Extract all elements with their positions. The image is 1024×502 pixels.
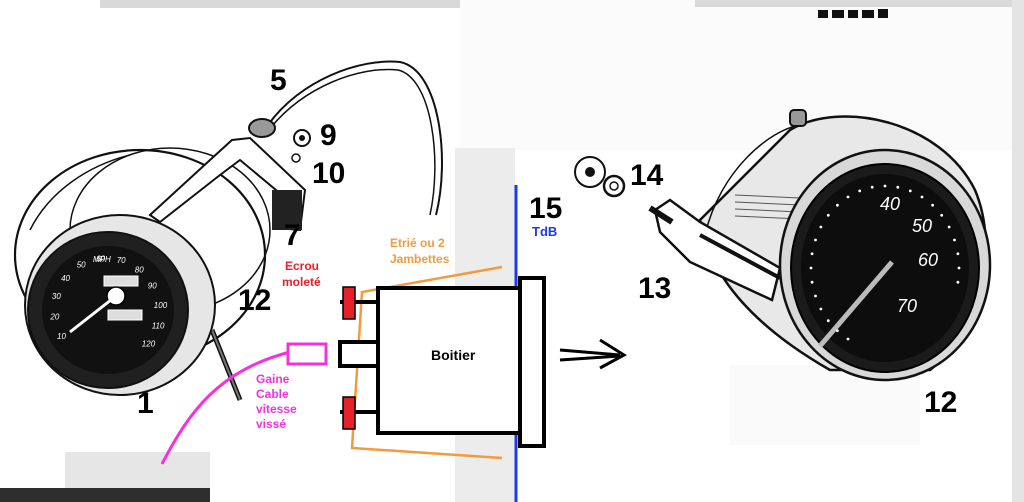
dial-right-tick-label: 70 — [897, 296, 917, 316]
label-etrier: Etrié ou 2 Jambettes — [390, 236, 450, 266]
dial-tick-label: 120 — [142, 339, 156, 348]
dial-right-tick-label: 60 — [918, 250, 938, 270]
gaine-cable-end — [286, 342, 328, 366]
bracket-13 — [653, 198, 782, 302]
part-number-5: 5 — [270, 64, 287, 97]
arrow-icon — [559, 338, 627, 370]
screw-top — [340, 286, 378, 320]
mounting-schematic: TdB Boitier Ecrou — [160, 185, 627, 502]
dial-right-tick-label: 40 — [880, 194, 900, 214]
dial-tick-label: 110 — [152, 321, 165, 330]
part-number-15: 15 — [529, 192, 562, 225]
part-number-10: 10 — [312, 157, 345, 190]
part-number-14: 14 — [630, 159, 664, 192]
parts-9-10 — [291, 129, 311, 163]
dial-tick-label: 60 — [96, 254, 105, 263]
dial-tick-label: 80 — [135, 266, 144, 275]
dial-tick-label: 40 — [61, 274, 70, 283]
dial-tick-label: 100 — [154, 301, 168, 310]
dial-tick-label: 10 — [57, 332, 66, 341]
dial-tick-label: 30 — [52, 292, 61, 301]
part-number-9: 9 — [320, 119, 337, 152]
part-number-1: 1 — [137, 387, 154, 420]
dial-tick-label: 50 — [77, 261, 86, 270]
part-number-7: 7 — [284, 219, 301, 252]
part-number-12-left: 12 — [238, 284, 271, 317]
flange — [518, 276, 546, 448]
dial-tick-label: 20 — [49, 313, 59, 322]
part-number-13: 13 — [638, 272, 671, 305]
dial-right-tick-labels: 40 50 60 70 — [880, 194, 938, 316]
screw-bottom — [340, 396, 378, 430]
label-ecrou: Ecrou moleté — [282, 259, 322, 289]
label-tdb: TdB — [532, 224, 557, 239]
dial-mph-label: MPH — [93, 255, 111, 264]
speedometer-right: 40 50 60 70 — [648, 109, 992, 382]
cable-socket — [338, 340, 380, 368]
gaine-cable — [160, 350, 291, 465]
parts-14 — [574, 156, 626, 198]
dial-tick-label: 70 — [117, 256, 126, 265]
stirrup-lines — [350, 265, 503, 460]
label-boitier: Boitier — [431, 347, 476, 363]
dial-tick-label: 90 — [148, 281, 157, 290]
part-number-12-right: 12 — [924, 386, 957, 419]
label-gaine: Gaine Cable vitesse vissé — [256, 372, 300, 431]
dial-right-tick-label: 50 — [912, 216, 932, 236]
speedo-cable-arc — [267, 60, 443, 216]
